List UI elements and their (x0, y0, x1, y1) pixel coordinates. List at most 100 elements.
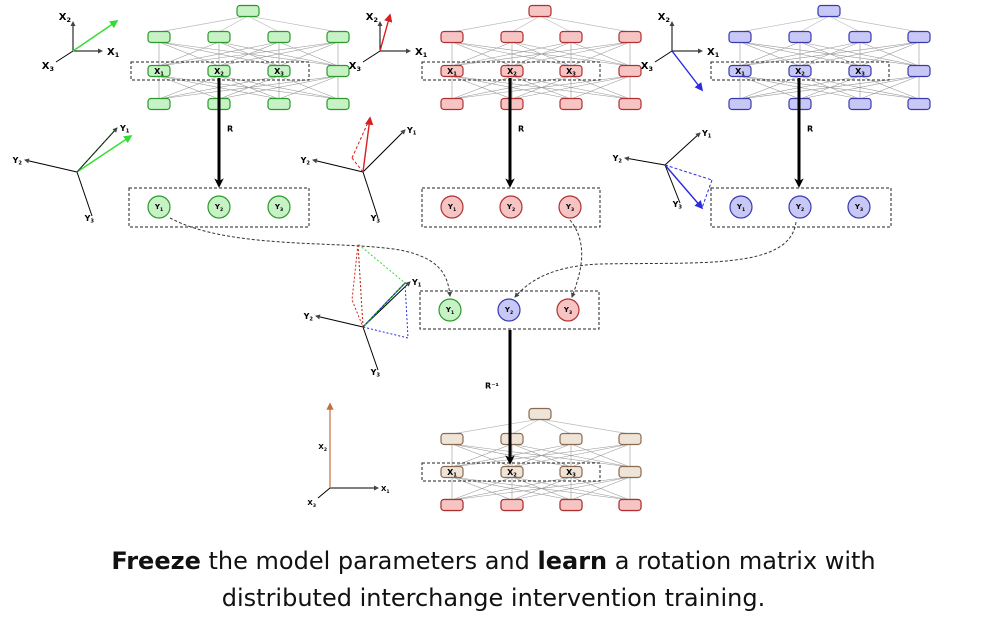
edge (218, 75, 339, 100)
rot-axes-pink-axis-2 (312, 158, 364, 173)
network-beige-input-node-overlay (618, 498, 642, 512)
y-node-label-mixed-1: Y1 (445, 306, 454, 316)
axes-blue-label-3: X3 (641, 61, 653, 73)
y-node-blue (729, 195, 753, 219)
rot-pink-dash2 (351, 117, 371, 159)
network-pink-output-node (528, 4, 552, 18)
network-beige-intervention-box (421, 462, 601, 482)
rot-axes-blue-label-3: Y3 (672, 200, 683, 210)
edge (859, 75, 920, 100)
network-pink-input-node (559, 97, 583, 111)
network-beige-node-label-x3: X3 (566, 468, 576, 478)
network-beige-input-node-overlay (500, 498, 524, 512)
rot-axes-blue-label-2: Y2 (612, 154, 623, 164)
rot-axes-pink-axis-3 (362, 171, 379, 219)
mixed-pink-triangle (351, 243, 364, 328)
network-beige-layer2-node (500, 465, 524, 479)
network-green-layer2-node (147, 64, 171, 78)
rot-axes-green-axis-1 (76, 127, 118, 173)
edge (539, 15, 572, 33)
caption-line-2: distributed interchange intervention tra… (221, 584, 766, 612)
network-blue-layer1-node (848, 30, 872, 44)
axes-blue-axis-3 (654, 50, 673, 63)
edge (247, 15, 339, 33)
axes-beige-axis-3 (317, 487, 331, 499)
r-inverse-label: R⁻¹ (485, 382, 499, 391)
network-blue-node-label-x3: X3 (855, 67, 865, 77)
network-green-node-label-x2: X2 (214, 67, 224, 77)
rot-axes-blue-axis-2 (624, 156, 666, 166)
rot-axes-pink-label-1: Y1 (406, 126, 417, 136)
network-pink-layer2-node (500, 64, 524, 78)
rot-green-vector (76, 135, 133, 173)
rot-axes-blue-axis-3 (664, 164, 681, 204)
edge (511, 418, 541, 435)
rot-axes-pink-axis-1 (362, 129, 406, 173)
edge (570, 443, 631, 468)
network-blue-layer2-node (907, 64, 931, 78)
edge (799, 41, 920, 67)
axes-green-label-3: X3 (42, 61, 54, 73)
network-beige-layer2-node (559, 465, 583, 479)
axes-blue-vector (671, 50, 704, 92)
y-node-green (267, 195, 291, 219)
axes-green-label-1: X1 (107, 47, 120, 59)
y-node-label-pink-2: Y2 (506, 203, 515, 213)
network-blue-layer2-node (788, 64, 812, 78)
network-pink-layer2-node (440, 64, 464, 78)
edge (828, 15, 861, 33)
caption-text-end: a rotation matrix with (614, 547, 876, 575)
edge (739, 41, 861, 67)
caption-text-mid: the model parameters and (208, 547, 530, 575)
rot-axes-green-label-1: Y1 (119, 124, 130, 134)
mixed-green-vector (362, 282, 406, 328)
network-beige-layer1-node (618, 432, 642, 446)
y-box-blue (710, 187, 892, 228)
y-node-label-pink-1: Y1 (447, 203, 456, 213)
edge (451, 418, 541, 435)
network-blue-layer1-node (907, 30, 931, 44)
y-box-green (128, 187, 310, 228)
axes-pink-vector (379, 13, 393, 52)
network-pink-node-label-x2: X2 (507, 67, 517, 77)
edge (451, 41, 631, 67)
y-node-label-mixed-3: Y3 (563, 306, 572, 316)
network-pink-node-label-x3: X3 (566, 67, 576, 77)
network-green-layer2-node (326, 64, 350, 78)
caption-bold-learn: learn (537, 547, 608, 575)
edge (451, 15, 541, 33)
network-beige-node-label-x1: X1 (447, 468, 457, 478)
edge (218, 15, 249, 33)
network-green (158, 15, 339, 100)
network-pink-layer1-node (500, 30, 524, 44)
edge (799, 75, 920, 100)
edge (451, 41, 572, 67)
r-label-green: R (227, 125, 233, 134)
y-node-label-mixed-2: Y2 (504, 306, 513, 316)
r-label-pink: R (518, 125, 524, 134)
y-node-mixed (556, 298, 580, 322)
rot-axes-mixed-axis-3 (362, 326, 379, 371)
edge (539, 15, 631, 33)
network-beige-layer1-node (559, 432, 583, 446)
rot-axes-mixed-axis-2 (315, 314, 364, 328)
y-node-pink (558, 195, 582, 219)
edge (511, 15, 541, 33)
network-beige-layer1-node (500, 432, 524, 446)
edge (739, 41, 920, 67)
y-node-green (207, 195, 231, 219)
axes-pink-label-2: X2 (366, 12, 378, 24)
r-label-blue: R (807, 125, 813, 134)
network-green-input-node (267, 97, 291, 111)
network-blue-layer1-node (728, 30, 752, 44)
mixed-blue-triangle (362, 281, 409, 339)
rot-pink-vector (362, 116, 374, 173)
network-green-layer1-node (326, 30, 350, 44)
network-green-layer2-node (267, 64, 291, 78)
network-beige-output-node (528, 407, 552, 421)
network-green-input-node (326, 97, 350, 111)
rot-axes-green-label-2: Y2 (12, 156, 23, 166)
edge (828, 15, 920, 33)
y-node-blue (847, 195, 871, 219)
